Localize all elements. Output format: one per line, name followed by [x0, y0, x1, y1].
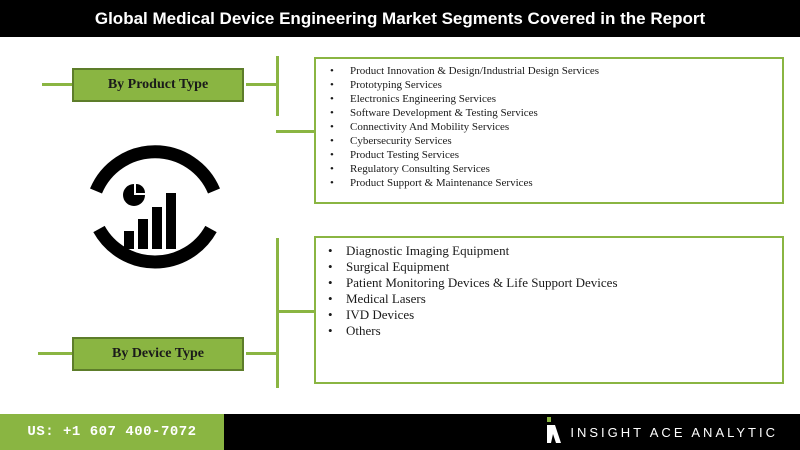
list-item: Product Testing Services: [330, 148, 782, 162]
brand-name: INSIGHT ACE ANALYTIC: [570, 424, 778, 440]
list-item: Others: [328, 323, 782, 339]
connector-product-left: [42, 83, 74, 86]
list-item: Cybersecurity Services: [330, 134, 782, 148]
connector-top-vertical: [276, 56, 279, 116]
product-type-box: Product Innovation & Design/Industrial D…: [314, 57, 784, 204]
product-type-list: Product Innovation & Design/Industrial D…: [330, 64, 782, 190]
list-item: Software Development & Testing Services: [330, 106, 782, 120]
list-item: IVD Devices: [328, 307, 782, 323]
list-item: Connectivity And Mobility Services: [330, 120, 782, 134]
list-item: Patient Monitoring Devices & Life Suppor…: [328, 275, 782, 291]
connector-device-right: [246, 352, 278, 355]
list-item: Diagnostic Imaging Equipment: [328, 243, 782, 259]
connector-bottom-vertical: [276, 238, 279, 388]
device-type-list: Diagnostic Imaging Equipment Surgical Eq…: [328, 243, 782, 339]
connector-device-left: [38, 352, 74, 355]
list-item: Surgical Equipment: [328, 259, 782, 275]
connector-product-right: [246, 83, 278, 86]
device-type-label: By Device Type: [72, 337, 244, 371]
insight-ace-logo-icon: [546, 416, 562, 448]
list-item: Product Innovation & Design/Industrial D…: [330, 64, 782, 78]
list-item: Electronics Engineering Services: [330, 92, 782, 106]
contact-phone: US: +1 607 400-7072: [0, 414, 224, 450]
device-type-box: Diagnostic Imaging Equipment Surgical Eq…: [314, 236, 784, 384]
page-title: Global Medical Device Engineering Market…: [0, 0, 800, 37]
analytics-chart-icon: [76, 143, 234, 271]
list-item: Prototyping Services: [330, 78, 782, 92]
connector-top-to-box: [276, 130, 314, 133]
connector-bottom-to-box: [276, 310, 314, 313]
product-type-label: By Product Type: [72, 68, 244, 102]
footer-brand-bar: INSIGHT ACE ANALYTIC: [224, 414, 800, 450]
list-item: Regulatory Consulting Services: [330, 162, 782, 176]
list-item: Medical Lasers: [328, 291, 782, 307]
list-item: Product Support & Maintenance Services: [330, 176, 782, 190]
